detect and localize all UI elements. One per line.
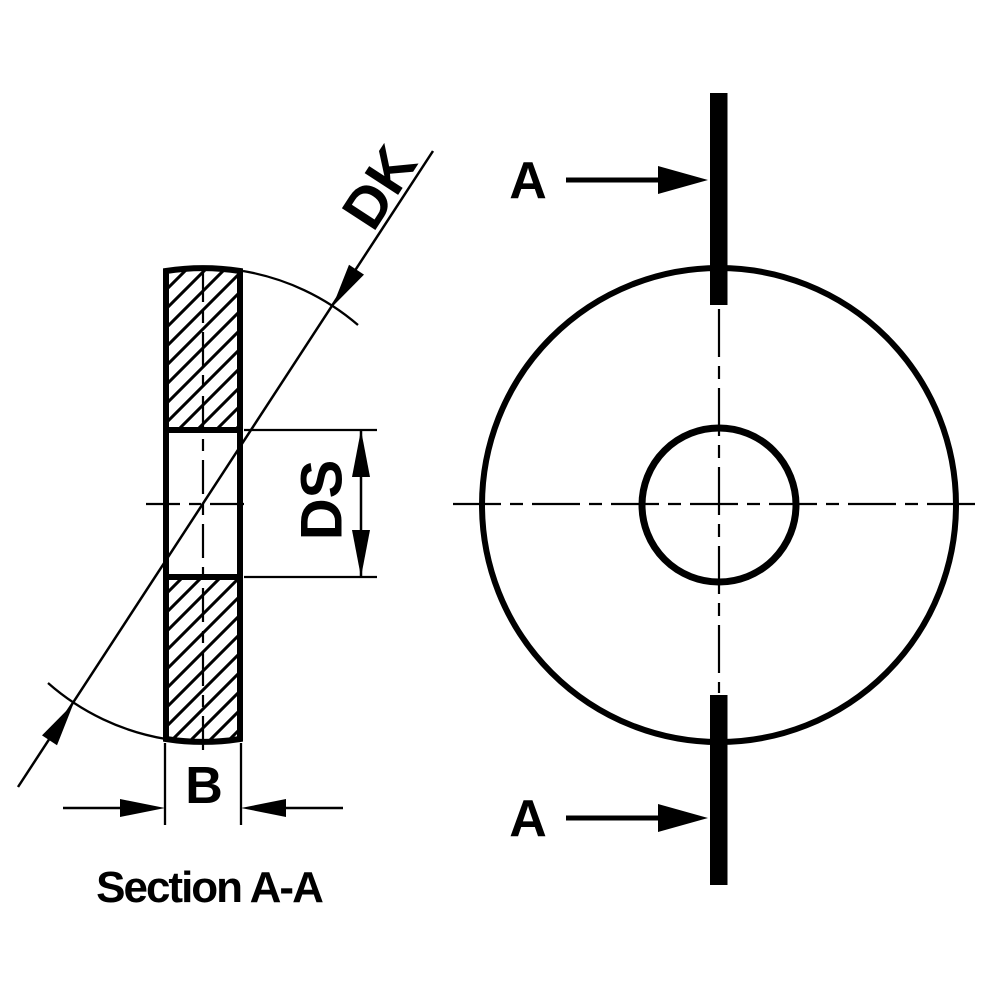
dk-arrowhead-bottom	[42, 703, 74, 746]
dk-label: DK	[330, 135, 430, 241]
b-arrowhead-left	[120, 799, 165, 817]
dk-witness-arc-bottom	[47, 682, 167, 741]
b-label: B	[185, 757, 223, 815]
cutting-plane-bar-top	[710, 93, 728, 305]
b-dimension: B	[63, 743, 343, 825]
cutting-arrowhead-bottom	[658, 804, 708, 832]
section-title: Section A-A	[96, 863, 323, 912]
b-arrowhead-right	[241, 799, 286, 817]
cutting-plane-top: A	[509, 93, 728, 305]
dk-dimension-line	[16, 150, 435, 788]
washer-section-outline	[163, 265, 243, 745]
a-label-bottom: A	[509, 790, 547, 848]
dk-witness-arc-top	[242, 269, 359, 326]
section-view	[146, 265, 250, 755]
dk-arrowhead-top	[332, 264, 364, 307]
ds-dimension: DS	[244, 428, 377, 579]
a-label-top: A	[509, 152, 547, 210]
ds-arrowhead-bottom	[352, 530, 370, 577]
ds-arrowhead-top	[352, 430, 370, 477]
ds-label: DS	[289, 460, 354, 541]
washer-hole-circle	[638, 424, 800, 586]
plan-view	[453, 265, 982, 745]
cutting-arrowhead-top	[658, 166, 708, 194]
cutting-plane-bar-bottom	[710, 695, 728, 885]
cutting-plane-bottom: A	[509, 695, 728, 885]
